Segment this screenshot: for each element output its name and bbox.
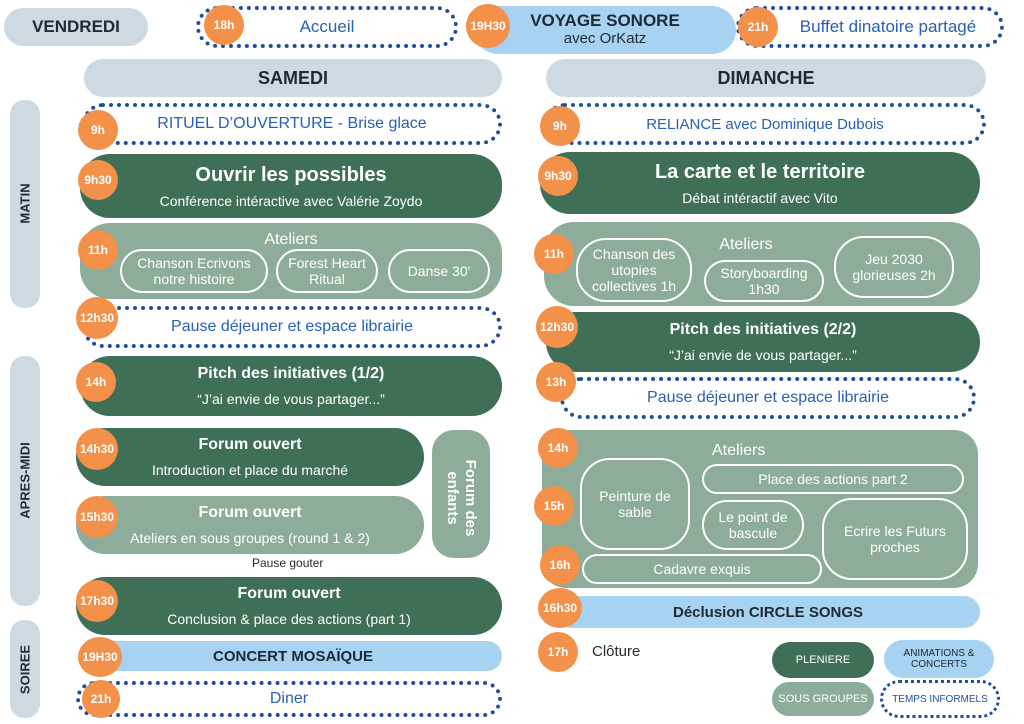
event-pause-dejeuner-dimanche[interactable]: Pause déjeuner et espace librairie xyxy=(560,377,976,419)
event-title: Forum ouvert xyxy=(198,504,302,521)
event-subtitle: Conférence intéractive avec Valérie Zoyd… xyxy=(159,192,423,209)
time-badge: 13h xyxy=(536,362,576,402)
event-title: VOYAGE SONORE xyxy=(530,11,680,31)
day-label-vendredi: VENDREDI xyxy=(4,8,148,46)
atelier-danse[interactable]: Danse 30' xyxy=(388,249,490,293)
atelier-storyboarding[interactable]: Storyboarding 1h30 xyxy=(704,260,824,302)
event-text: Diner xyxy=(269,690,309,707)
time-badge: 18h xyxy=(204,5,244,45)
atelier-chanson-utopies[interactable]: Chanson des utopies collectives 1h xyxy=(576,238,692,302)
time-badge: 19H30 xyxy=(78,637,122,677)
legend-animations: ANIMATIONS & CONCERTS xyxy=(884,640,994,678)
ateliers-title: Ateliers xyxy=(719,236,773,253)
time-badge: 14h30 xyxy=(76,428,118,470)
time-badge: 9h30 xyxy=(78,160,118,200)
event-title: Ouvrir les possibles xyxy=(195,163,387,186)
time-badge: 12h30 xyxy=(76,297,118,339)
event-subtitle: Introduction et place du marché xyxy=(151,462,349,478)
atelier-place-actions-2[interactable]: Place des actions part 2 xyxy=(702,464,964,494)
time-badge: 14h xyxy=(538,428,578,468)
legend-temps-informels: TEMPS INFORMELS xyxy=(880,680,1000,718)
event-subtitle: Ateliers en sous groupes (round 1 & 2) xyxy=(130,530,370,546)
period-text: MATIN xyxy=(17,183,33,224)
atelier-forest-heart[interactable]: Forest Heart Ritual xyxy=(276,249,378,293)
event-subtitle: avec OrKatz xyxy=(563,30,647,48)
day-header-dimanche: DIMANCHE xyxy=(546,59,986,97)
time-badge: 15h xyxy=(534,486,574,526)
event-pitch-1[interactable]: Pitch des initiatives (1/2) “J’ai envie … xyxy=(80,356,502,416)
event-forum-ouvert-1[interactable]: Forum ouvert Introduction et place du ma… xyxy=(76,428,424,486)
atelier-point-bascule[interactable]: Le point de bascule xyxy=(702,500,804,550)
period-text: APRES-MIDI xyxy=(17,442,33,519)
event-declusion[interactable]: Déclusion CIRCLE SONGS xyxy=(556,596,980,628)
event-text: Déclusion CIRCLE SONGS xyxy=(672,603,864,621)
time-badge: 14h xyxy=(76,362,116,402)
event-concert-mosaique[interactable]: CONCERT MOSAÏQUE xyxy=(84,641,502,671)
time-badge: 19H30 xyxy=(466,4,510,48)
time-badge: 11h xyxy=(78,230,118,270)
time-badge: 21h xyxy=(738,7,778,47)
event-title: Pitch des initiatives (1/2) xyxy=(197,365,385,382)
atelier-chanson[interactable]: Chanson Ecrivons notre histoire xyxy=(120,249,268,293)
event-subtitle: Conclusion & place des actions (part 1) xyxy=(167,611,411,627)
event-text: RELIANCE avec Dominique Dubois xyxy=(646,115,884,133)
time-badge: 9h30 xyxy=(538,156,578,196)
event-carte-territoire[interactable]: La carte et le territoire Débat intéract… xyxy=(540,152,980,214)
time-badge: 9h xyxy=(540,106,580,146)
event-title: Forum ouvert xyxy=(237,585,341,602)
ateliers-dimanche-matin: Ateliers Chanson des utopies collectives… xyxy=(544,222,980,306)
event-subtitle: “J’ai envie de vous partager...” xyxy=(197,391,385,407)
event-text: Buffet dinatoire partagé xyxy=(799,17,977,36)
ateliers-dimanche-aprem: Ateliers Place des actions part 2 Peintu… xyxy=(542,430,978,588)
event-rituel[interactable]: RITUEL D’OUVERTURE - Brise glace xyxy=(82,103,502,145)
ateliers-samedi-matin: Ateliers Chanson Ecrivons notre histoire… xyxy=(80,223,502,299)
legend-sous-groupes: SOUS GROUPES xyxy=(772,682,874,716)
event-text: RITUEL D’OUVERTURE - Brise glace xyxy=(157,115,427,132)
period-label-apres-midi: APRES-MIDI xyxy=(10,356,40,606)
time-badge: 21h xyxy=(82,680,120,718)
time-badge: 16h30 xyxy=(538,588,582,628)
pause-gouter-label: Pause gouter xyxy=(252,556,324,570)
event-voyage-sonore[interactable]: VOYAGE SONORE avec OrKatz xyxy=(474,6,736,54)
atelier-cadavre-exquis[interactable]: Cadavre exquis xyxy=(582,554,822,584)
event-pause-dejeuner-samedi[interactable]: Pause déjeuner et espace librairie xyxy=(82,306,502,348)
event-title: Pitch des initiatives (2/2) xyxy=(669,321,857,338)
ateliers-title: Ateliers xyxy=(712,442,766,459)
atelier-ecrire-futurs[interactable]: Ecrire les Futurs proches xyxy=(822,498,968,580)
atelier-jeu-2030[interactable]: Jeu 2030 glorieuses 2h xyxy=(834,236,954,298)
ateliers-title: Ateliers xyxy=(264,231,318,248)
time-badge: 9h xyxy=(78,110,118,150)
period-label-matin: MATIN xyxy=(10,100,40,308)
event-pitch-2[interactable]: Pitch des initiatives (2/2) “J’ai envie … xyxy=(546,312,980,372)
event-subtitle: Débat intéractif avec Vito xyxy=(682,189,838,206)
legend-pleniere: PLENIERE xyxy=(772,642,874,678)
event-title: La carte et le territoire xyxy=(654,160,866,183)
time-badge: 12h30 xyxy=(536,306,578,348)
event-cloture: Clôture xyxy=(592,643,641,660)
day-header-samedi: SAMEDI xyxy=(84,59,502,97)
event-diner[interactable]: Diner xyxy=(76,681,502,717)
atelier-peinture-sable[interactable]: Peinture de sable xyxy=(580,458,690,550)
event-subtitle: “J’ai envie de vous partager...” xyxy=(669,347,857,363)
time-badge: 11h xyxy=(534,234,574,274)
event-title: Forum ouvert xyxy=(198,436,302,453)
time-badge: 17h xyxy=(538,632,578,672)
period-text: SOIREE xyxy=(17,644,33,695)
time-badge: 15h30 xyxy=(76,496,118,538)
event-forum-ouvert-2[interactable]: Forum ouvert Ateliers en sous groupes (r… xyxy=(76,496,424,554)
event-ouvrir-les-possibles[interactable]: Ouvrir les possibles Conférence intéract… xyxy=(80,154,502,218)
event-forum-ouvert-3[interactable]: Forum ouvert Conclusion & place des acti… xyxy=(76,577,502,635)
event-reliance[interactable]: RELIANCE avec Dominique Dubois xyxy=(544,103,986,145)
event-text: Pause déjeuner et espace librairie xyxy=(171,318,413,335)
event-text: Accueil xyxy=(299,17,355,36)
time-badge: 16h xyxy=(540,545,580,585)
forum-enfants-box[interactable]: Forum des enfants xyxy=(432,430,490,558)
period-label-soiree: SOIREE xyxy=(10,620,40,718)
event-text: Pause déjeuner et espace librairie xyxy=(647,389,889,406)
event-text: CONCERT MOSAÏQUE xyxy=(212,647,373,665)
time-badge: 17h30 xyxy=(76,580,118,622)
forum-enfants-text: Forum des enfants xyxy=(444,459,479,537)
